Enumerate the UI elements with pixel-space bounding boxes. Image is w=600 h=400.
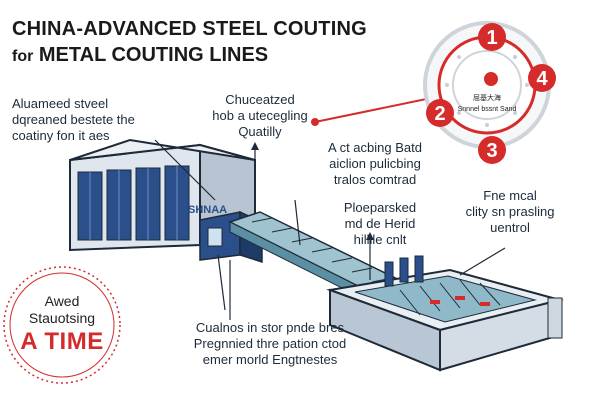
step-marker-3 [478,136,506,164]
caption-quality-line3: Quatilly [238,124,282,139]
caption-steel-line3: coatiny fon it aes [12,128,110,143]
caption-action: A ct acbing Batd aiclion pulicbing tralo… [280,140,470,188]
main-title-line1: CHINA-ADVANCED STEEL COUTING [12,18,367,40]
caption-quality-line1: Chuceatzed [225,92,295,107]
caption-fine-line2: clity sn prasling [465,204,555,219]
caption-steel: Aluameed stveel dqreaned bestete the coa… [12,96,182,144]
caption-bottom-line1: Cualnos in stor pnde bres [195,320,345,335]
step-number-2: 2 [434,103,445,125]
building-sign: SHNAA [188,204,227,216]
caption-quality-line2: hob a utecegling [212,108,308,123]
step-number-4: 4 [536,68,548,90]
caption-action-line3: tralos comtrad [333,172,417,187]
caption-fine: Fne mcal clity sn prasling uentrol [445,188,575,236]
caption-action-line2: aiclion pulicbing [329,156,421,171]
badge-line1: Awed [44,293,80,309]
caption-process-line2: md de Herid [344,216,416,231]
caption-process-line3: hillile cnlt [353,232,407,247]
caption-steel-line1: Aluameed stveel [12,96,109,111]
connector-dot [311,118,319,126]
caption-quality: Chuceatzed hob a utecegling Quatilly [175,92,345,140]
step-number-3: 3 [486,140,497,162]
caption-process: Ploeparsked md de Herid hillile cnlt [300,200,460,248]
main-title-line2: for METAL COUTING LINES [12,44,268,67]
step-marker-2 [426,99,454,127]
caption-steel-line2: dqreaned bestete the [12,112,135,127]
caption-bottom-line2: Pregnnied thre pation ctod [193,336,347,351]
wheel-text-1: 屈基大海 [473,93,501,102]
wheel-text-2: Snnnel bssnt Sand [458,106,517,113]
badge-line2: Stauotsing [28,310,96,326]
step-number-1: 1 [486,27,497,49]
caption-action-line1: A ct acbing Batd [328,140,422,155]
wheel-logo-icon [484,72,498,86]
caption-process-line1: Ploeparsked [343,200,417,215]
award-badge [3,266,121,384]
pointer-lines [154,139,506,320]
step-marker-1 [478,23,506,51]
caption-bottom: Cualnos in stor pnde bres Pregnnied thre… [160,320,380,368]
process-wheel: 屈基大海 Snnnel bssnt Sand 1 2 3 4 [423,21,556,164]
title-rest: METAL COUTING LINES [38,44,269,66]
caption-fine-line1: Fne mcal [483,188,537,203]
step-marker-4 [528,64,556,92]
coating-tank [326,255,564,372]
caption-bottom-line3: emer morld Engtnestes [202,352,338,367]
badge-line3: A TIME [20,328,104,355]
title-prefix: for [12,48,34,65]
caption-fine-line3: uentrol [490,220,530,235]
